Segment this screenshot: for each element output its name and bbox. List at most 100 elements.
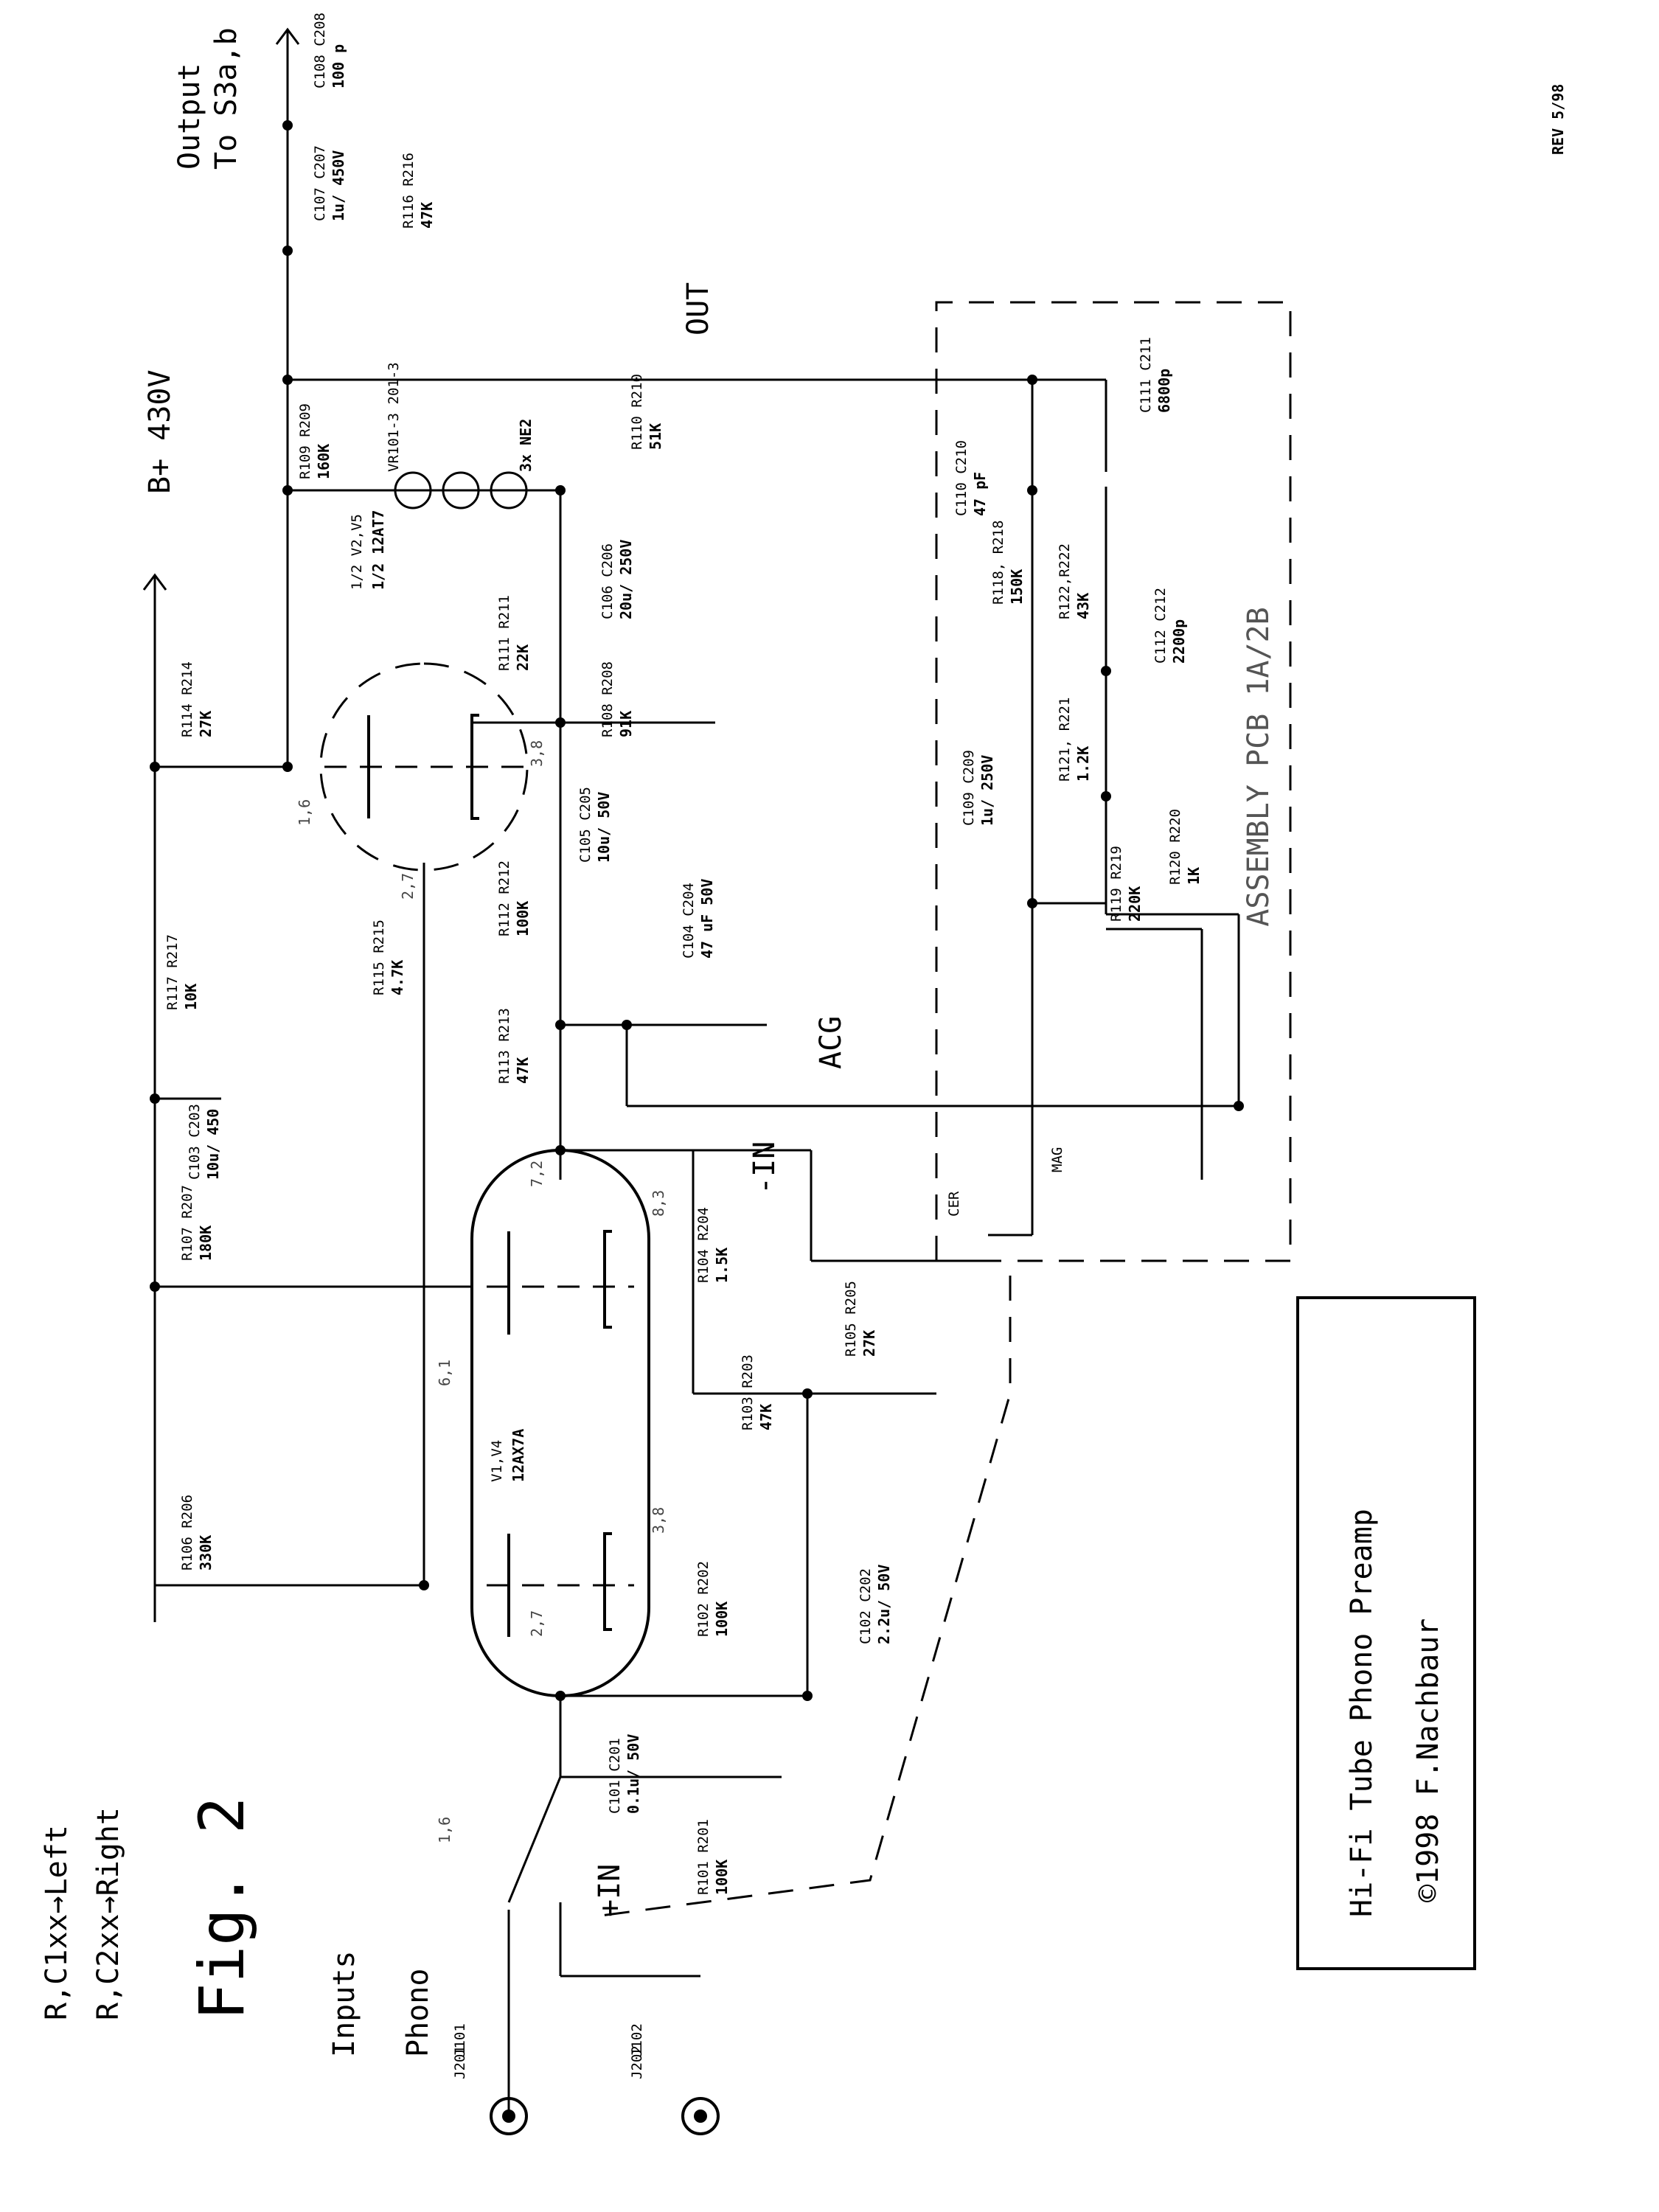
pin-v1-d: 7,2 bbox=[528, 1161, 546, 1187]
c102-ref: C102 C202 bbox=[858, 1568, 874, 1644]
v1-type: 12AX7A bbox=[509, 1429, 527, 1482]
c109-value: 1u/ 250V bbox=[978, 755, 996, 826]
r114-ref: R114 R214 bbox=[179, 661, 195, 737]
r111-value: 22K bbox=[514, 644, 532, 671]
r107-value: 180K bbox=[197, 1225, 215, 1261]
title-block bbox=[1296, 1296, 1476, 1970]
neon-type: 3x NE2 bbox=[517, 419, 535, 472]
c111-value: 6800p bbox=[1155, 369, 1173, 413]
c106-value: 20u/ 250V bbox=[617, 540, 635, 619]
pin-v1-b: 2,7 bbox=[528, 1610, 546, 1637]
r119-value: 220K bbox=[1126, 886, 1144, 922]
r104-ref: R104 R204 bbox=[695, 1207, 712, 1283]
c112-ref: C112 C212 bbox=[1152, 588, 1169, 664]
jack-j102: J102 bbox=[629, 2023, 645, 2057]
c106-ref: C106 C206 bbox=[599, 543, 616, 619]
r110-value: 51K bbox=[647, 423, 664, 450]
out-label: OUT bbox=[681, 282, 715, 335]
input-assembly-outline bbox=[589, 1276, 1012, 1919]
v2-type: 1/2 12AT7 bbox=[369, 510, 387, 590]
jack-j202: J202 bbox=[629, 2045, 645, 2079]
r120-value: 1K bbox=[1185, 867, 1203, 885]
r108-ref: R108 R208 bbox=[599, 661, 616, 737]
fig-label: Fig. 2 bbox=[186, 1797, 258, 2020]
r110-ref: R110 R210 bbox=[629, 374, 645, 450]
c110-value: 47 pF bbox=[971, 472, 989, 516]
r108-value: 91K bbox=[617, 711, 635, 737]
cer-label: CER bbox=[946, 1191, 962, 1217]
r117-ref: R117 R217 bbox=[164, 934, 181, 1010]
in-minus-label: -IN bbox=[748, 1141, 782, 1194]
c108-value: 100 p bbox=[330, 44, 347, 88]
r115-ref: R115 R215 bbox=[371, 919, 387, 995]
output-to-label: To S3a,b bbox=[209, 27, 243, 170]
c101-ref: C101 C201 bbox=[607, 1738, 623, 1814]
mag-label: MAG bbox=[1049, 1147, 1065, 1172]
r105-value: 27K bbox=[860, 1330, 878, 1357]
r116-value: 47K bbox=[418, 202, 436, 229]
r122-value: 43K bbox=[1074, 593, 1092, 619]
c107-ref: C107 C207 bbox=[312, 145, 328, 221]
c109-ref: C109 C209 bbox=[961, 750, 977, 826]
output-label: Output bbox=[173, 63, 206, 170]
v1-ref: V1,V4 bbox=[489, 1440, 505, 1482]
rev-label: REV 5/98 bbox=[1549, 84, 1567, 155]
bplus-label: B+ 430V bbox=[143, 369, 177, 494]
r121-ref: R121, R221 bbox=[1057, 698, 1073, 782]
in-plus-label: +IN bbox=[593, 1864, 627, 1917]
r122-ref: R122,R222 bbox=[1057, 543, 1073, 619]
r101-ref: R101 R201 bbox=[695, 1819, 712, 1895]
r119-ref: R119 R219 bbox=[1108, 846, 1124, 922]
jack-j201: J201 bbox=[452, 2045, 468, 2079]
assembly-pcb-outline bbox=[935, 301, 1292, 1262]
r104-value: 1.5K bbox=[713, 1248, 731, 1283]
jacks bbox=[490, 2097, 720, 2135]
c107-value: 1u/ 450V bbox=[330, 150, 347, 221]
c103-ref: C103 C203 bbox=[187, 1104, 203, 1180]
note-left: R,C1xx→Left bbox=[40, 1825, 74, 2020]
r103-value: 47K bbox=[757, 1404, 775, 1430]
tube-v1 bbox=[470, 1149, 650, 1697]
r120-ref: R120 R220 bbox=[1167, 809, 1183, 885]
r106-ref: R106 R206 bbox=[179, 1495, 195, 1571]
r103-ref: R103 R203 bbox=[740, 1354, 756, 1430]
pin-v2-a: 1,6 bbox=[296, 799, 313, 826]
acg-label: ACG bbox=[814, 1016, 848, 1069]
c105-ref: C105 C205 bbox=[577, 787, 594, 863]
wires bbox=[142, 27, 1240, 2116]
r105-ref: R105 R205 bbox=[843, 1281, 859, 1357]
r111-ref: R111 R211 bbox=[496, 595, 512, 671]
phono-label: Phono bbox=[401, 1969, 435, 2057]
c104-ref: C104 C204 bbox=[681, 883, 697, 959]
r118-ref: R118, R218 bbox=[990, 521, 1006, 605]
pin-v1-e: 8,3 bbox=[650, 1190, 667, 1217]
note-right: R,C2xx→Right bbox=[91, 1807, 125, 2020]
inputs-label: Inputs bbox=[327, 1951, 361, 2058]
c111-ref: C111 C211 bbox=[1138, 337, 1154, 413]
r113-ref: R113 R213 bbox=[496, 1008, 512, 1084]
v2-ref: 1/2 V2,V5 bbox=[349, 514, 365, 590]
assembly-label: ASSEMBLY PCB 1A/2B bbox=[1242, 607, 1276, 926]
r107-ref: R107 R207 bbox=[179, 1185, 195, 1261]
c104-value: 47 uF 50V bbox=[698, 879, 716, 959]
pin-v2-b: 2,7 bbox=[399, 873, 417, 900]
r121-value: 1.2K bbox=[1074, 746, 1092, 782]
c105-value: 10u/ 50V bbox=[595, 792, 613, 863]
r102-value: 100K bbox=[713, 1601, 731, 1637]
junction-dots bbox=[150, 120, 1244, 1701]
pin-v1-a: 1,6 bbox=[436, 1817, 453, 1843]
pin-v2-c: 3,8 bbox=[528, 740, 546, 767]
r118-value: 150K bbox=[1008, 569, 1026, 605]
c102-value: 2.2u/ 50V bbox=[875, 1565, 893, 1644]
title-text: Hi-Fi Tube Phono Preamp bbox=[1345, 1509, 1379, 1917]
r109-value: 160K bbox=[315, 444, 333, 479]
r113-value: 47K bbox=[514, 1057, 532, 1084]
r112-value: 100K bbox=[514, 901, 532, 936]
r102-ref: R102 R202 bbox=[695, 1561, 712, 1637]
c112-value: 2200p bbox=[1170, 619, 1188, 664]
r114-value: 27K bbox=[197, 711, 215, 737]
r115-value: 4.7K bbox=[389, 960, 406, 995]
c101-value: 0.1u/ 50V bbox=[625, 1734, 642, 1814]
